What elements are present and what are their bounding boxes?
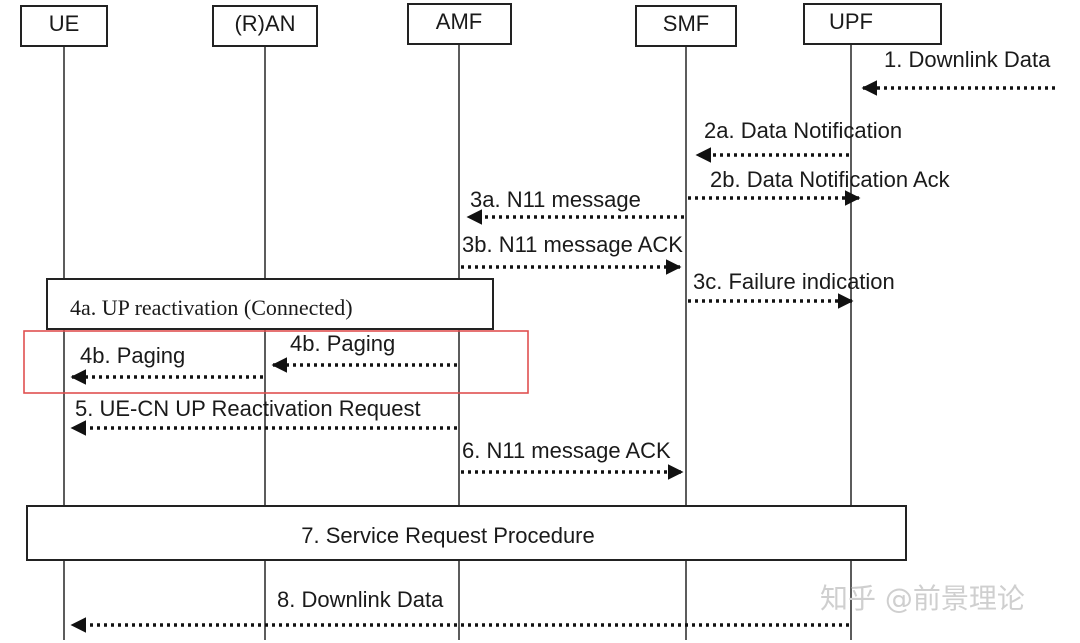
participant-ue: UE [20,5,108,47]
message-4b-paging-amf-to-ran: 4b. Paging [271,331,457,373]
participant-ran-label: (R)AN [234,11,295,36]
message-3c-label: 3c. Failure indication [693,269,895,294]
participant-smf: SMF [635,5,737,47]
participant-ue-label: UE [49,11,80,36]
up-reactivation-box [46,278,494,330]
paging-highlight-box [23,330,529,394]
message-2b-data-notification-ack: 2b. Data Notification Ack [688,167,951,206]
participant-upf-label: UPF [829,9,873,34]
message-8-downlink-data: 8. Downlink Data [70,587,849,633]
message-5-up-reactivation-request: 5. UE-CN UP Reactivation Request [70,396,457,436]
service-request-label: 7. Service Request Procedure [301,523,595,548]
message-3b-label: 3b. N11 message ACK [462,232,683,257]
message-3b-n11-message-ack: 3b. N11 message ACK [461,232,683,275]
up-reactivation-label: 4a. UP reactivation (Connected) [70,295,353,320]
message-1-label: 1. Downlink Data [884,47,1051,72]
participant-upf: UPF [803,3,942,45]
message-4b-ran-label: 4b. Paging [80,343,185,368]
message-3a-n11-message: 3a. N11 message [466,187,684,225]
message-3c-failure-indication: 3c. Failure indication [688,269,895,309]
message-3a-label: 3a. N11 message [470,187,641,212]
participant-ran: (R)AN [212,5,318,47]
message-6-label: 6. N11 message ACK [462,438,671,463]
participant-smf-label: SMF [663,11,709,36]
message-4b-paging-ran-to-ue: 4b. Paging [70,343,263,385]
participant-amf-label: AMF [436,9,482,34]
message-4b-amf-label: 4b. Paging [290,331,395,356]
message-5-label: 5. UE-CN UP Reactivation Request [75,396,421,421]
message-6-n11-message-ack: 6. N11 message ACK [461,438,684,480]
message-2a-data-notification: 2a. Data Notification [695,118,902,163]
message-2a-label: 2a. Data Notification [704,118,902,143]
message-2b-label: 2b. Data Notification Ack [710,167,951,192]
message-1-downlink-data: 1. Downlink Data [861,47,1055,96]
participant-amf: AMF [407,3,512,45]
service-request-box [26,505,907,561]
watermark-text: 知乎 @前景理论 [820,582,1025,615]
message-8-label: 8. Downlink Data [277,587,444,612]
